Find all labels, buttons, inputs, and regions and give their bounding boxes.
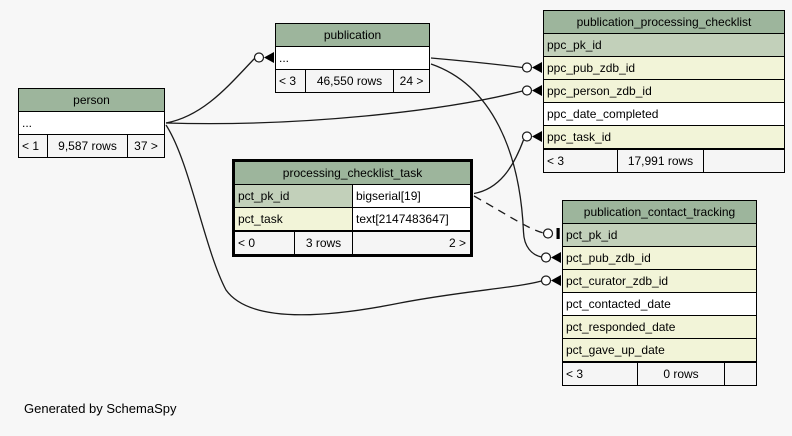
zero-or-one-marker: [521, 131, 533, 142]
children-count[interactable]: < 1: [19, 135, 48, 157]
children-count[interactable]: < 3: [276, 70, 306, 92]
line-person-to-ppc-person-zdb-id: [165, 90, 523, 125]
line-person-to-pct-curator-zdb-id: [165, 124, 542, 316]
parents-count: [725, 363, 756, 385]
row-count: 0 rows: [638, 363, 725, 385]
column-ppc-person-zdb-id: ppc_person_zdb_id: [544, 80, 784, 103]
row-count: 3 rows: [295, 232, 353, 254]
table-publication-title[interactable]: publication: [276, 24, 429, 47]
table-title[interactable]: publication_contact_tracking: [563, 201, 756, 224]
column-pct-contacted-date: pct_contacted_date: [563, 293, 756, 316]
zero-or-one-marker: [540, 252, 552, 263]
table-person-footer: < 1 9,587 rows 37 >: [19, 135, 164, 157]
table-publication-footer: < 3 46,550 rows 24 >: [276, 70, 429, 92]
line-publication-to-pct-pub-zdb-id: [430, 63, 542, 258]
column-pct-task: pct_task text[2147483647]: [235, 208, 470, 231]
crow-arrow-icon: [532, 85, 542, 96]
zero-or-one-marker: [542, 228, 554, 239]
crow-arrow-icon: [532, 62, 542, 73]
line-task-to-pct-pk-id-implied: [473, 195, 544, 234]
column-pct-pk-id: pct_pk_id: [563, 224, 756, 247]
tee-marker-icon: [556, 228, 560, 239]
crow-arrow-icon: [551, 252, 561, 263]
table-publication-columns-ellipsis: ...: [276, 47, 429, 70]
table-publication-contact-tracking[interactable]: publication_contact_tracking pct_pk_id p…: [562, 200, 757, 386]
table-person[interactable]: person ... < 1 9,587 rows 37 >: [18, 88, 165, 158]
column-ppc-pk-id: ppc_pk_id: [544, 34, 784, 57]
line-task-to-ppc-task-id: [473, 139, 525, 195]
table-publication-processing-checklist[interactable]: publication_processing_checklist ppc_pk_…: [543, 10, 785, 173]
zero-or-one-marker: [253, 52, 265, 63]
table-footer: < 3 17,991 rows: [544, 149, 784, 172]
zero-or-one-marker: [540, 275, 552, 286]
column-pct-responded-date: pct_responded_date: [563, 316, 756, 339]
table-publication[interactable]: publication ... < 3 46,550 rows 24 >: [275, 23, 430, 93]
table-footer: < 3 0 rows: [563, 362, 756, 385]
column-ppc-task-id: ppc_task_id: [544, 126, 784, 149]
table-processing-checklist-task[interactable]: processing_checklist_task pct_pk_id bigs…: [232, 159, 473, 257]
crow-arrow-icon: [551, 275, 561, 286]
generated-by-caption: Generated by SchemaSpy: [24, 401, 177, 416]
row-count: 9,587 rows: [48, 135, 128, 157]
children-count[interactable]: < 3: [544, 150, 618, 172]
column-type: bigserial[19]: [352, 185, 470, 207]
column-type: text[2147483647]: [352, 208, 470, 230]
parents-count[interactable]: 37 >: [134, 139, 158, 153]
zero-or-one-marker: [521, 85, 533, 96]
parents-count[interactable]: 24 >: [399, 74, 424, 88]
table-person-columns-ellipsis: ...: [19, 112, 164, 135]
table-person-title[interactable]: person: [19, 89, 164, 112]
row-count: 46,550 rows: [306, 70, 394, 92]
table-title[interactable]: processing_checklist_task: [235, 162, 470, 185]
line-publication-to-ppc-pub-zdb-id: [430, 57, 523, 69]
column-pct-curator-zdb-id: pct_curator_zdb_id: [563, 270, 756, 293]
column-pct-gave-up-date: pct_gave_up_date: [563, 339, 756, 362]
parents-count[interactable]: 2 >: [448, 236, 466, 250]
column-ppc-date-completed: ppc_date_completed: [544, 103, 784, 126]
column-pct-pk-id: pct_pk_id bigserial[19]: [235, 185, 470, 208]
table-title[interactable]: publication_processing_checklist: [544, 11, 784, 34]
line-person-to-publication: [165, 58, 255, 124]
column-pct-pub-zdb-id: pct_pub_zdb_id: [563, 247, 756, 270]
column-ppc-pub-zdb-id: ppc_pub_zdb_id: [544, 57, 784, 80]
children-count[interactable]: < 0: [235, 232, 295, 254]
crow-arrow-icon: [532, 131, 542, 142]
parents-count: [704, 150, 784, 172]
row-count: 17,991 rows: [618, 150, 704, 172]
zero-or-one-marker: [521, 62, 533, 73]
children-count[interactable]: < 3: [563, 363, 638, 385]
table-footer: < 0 3 rows 2 >: [235, 231, 470, 254]
crow-arrow-icon: [264, 52, 274, 63]
